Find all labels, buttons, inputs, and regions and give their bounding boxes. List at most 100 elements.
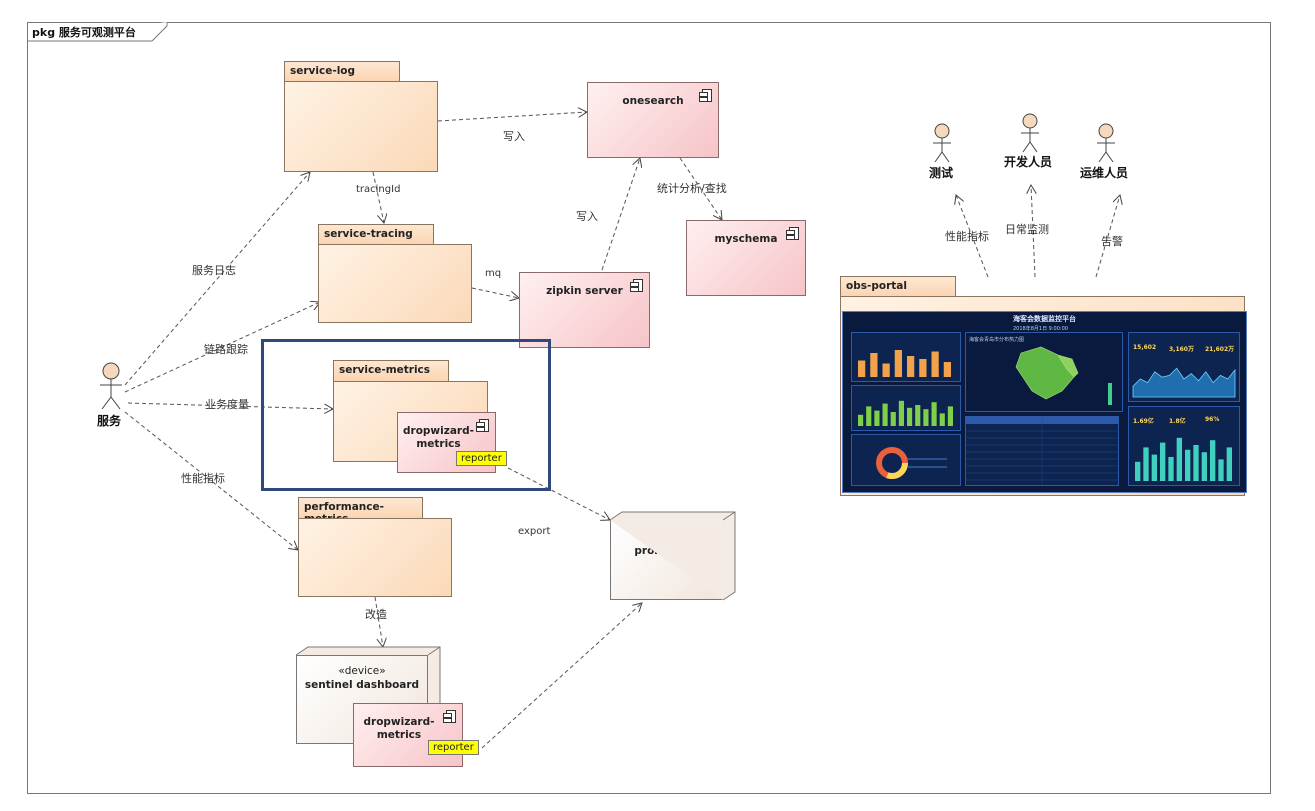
dashboard-bar <box>931 402 937 426</box>
dashboard-bar <box>898 400 904 426</box>
edge-service-tracing <box>124 302 320 393</box>
actor-test-figure <box>933 123 951 163</box>
dashboard-bar <box>858 360 866 377</box>
package-service-tracing-tab[interactable]: service-tracing <box>318 224 434 245</box>
edge-portal-dev <box>1031 185 1035 278</box>
component-dropwizard-metrics-2[interactable]: dropwizard-metrics <box>353 703 463 767</box>
dashboard-title: 海客会数据监控平台 <box>1013 315 1076 323</box>
dashboard-panel-donut <box>851 434 961 486</box>
edge-label-perf: 性能指标 <box>181 472 225 485</box>
dashboard-bar <box>858 414 864 426</box>
component-dropwizard-metrics[interactable]: dropwizard-metrics <box>397 412 496 473</box>
package-service-log-tab[interactable]: service-log <box>284 61 400 82</box>
dashboard-bar <box>907 407 913 426</box>
edge-label-alert: 告警 <box>1101 235 1123 248</box>
package-performance-metrics[interactable] <box>298 518 452 597</box>
dashboard-number-4: 1.69亿 <box>1133 418 1154 425</box>
reporter-port-2[interactable]: reporter <box>428 740 479 755</box>
actor-service-name: 服务 <box>97 414 122 428</box>
dashboard-number-1: 15,602 <box>1133 344 1157 351</box>
dashboard-panel-area: 15,602 3,160万 21,602万 <box>1128 332 1240 402</box>
node-sentinel-label: sentinel dashboard <box>304 679 420 691</box>
component-onesearch[interactable]: onesearch <box>587 82 719 158</box>
dashboard-bar <box>1201 452 1207 481</box>
edge-label-mq: mq <box>485 268 502 279</box>
component-zipkin-label: zipkin server <box>546 285 623 297</box>
dashboard-bar <box>1176 437 1182 481</box>
dashboard-bar <box>1143 447 1149 481</box>
dashboard-number-6: 96% <box>1205 416 1220 423</box>
dashboard-bar <box>882 403 888 426</box>
dashboard-panel-bars-1 <box>851 332 961 382</box>
edge-tracing-zipkin <box>471 287 519 298</box>
frame-tab <box>27 22 168 42</box>
actor-ops-figure <box>1097 123 1115 163</box>
edge-label-write-1: 写入 <box>503 130 525 143</box>
edge-service-log <box>124 172 310 386</box>
dashboard-bar <box>919 359 927 377</box>
edge-label-service-log: 服务日志 <box>192 264 236 277</box>
edge-performance-metrics <box>124 411 298 550</box>
edge-reporter-promethus <box>507 467 610 520</box>
component-dropwizard-label: dropwizard-metrics <box>403 425 474 450</box>
dashboard-bar <box>882 363 890 377</box>
package-service-log[interactable] <box>284 81 438 172</box>
component-icon <box>630 279 643 292</box>
edge-perf-sentinel <box>374 596 383 647</box>
edge-zipkin-onesearch <box>601 158 640 271</box>
dashboard-bar <box>915 405 921 426</box>
dashboard-bar <box>874 410 880 426</box>
package-service-tracing[interactable] <box>318 244 472 323</box>
dashboard-bar <box>943 362 951 377</box>
edge-label-stats: 统计分析/查找 <box>657 182 727 195</box>
edge-portal-test <box>956 195 989 278</box>
dashboard-bar <box>870 353 878 377</box>
dashboard-bar <box>1135 461 1141 481</box>
edge-onesearch-myschema <box>679 157 722 220</box>
component-icon <box>786 227 799 240</box>
dashboard-bar <box>931 351 939 377</box>
component-myschema[interactable]: myschema <box>686 220 806 296</box>
actor-ops-name: 运维人员 <box>1080 166 1129 180</box>
package-obs-portal-tab[interactable]: obs-portal <box>840 276 956 297</box>
edge-label-trace: 链路跟踪 <box>204 343 248 356</box>
edge-reporter2-promethus <box>481 603 642 749</box>
dashboard-bar <box>1226 447 1232 481</box>
edge-portal-ops <box>1095 195 1120 278</box>
edge-log-onesearch <box>437 112 587 122</box>
component-onesearch-label: onesearch <box>622 95 684 107</box>
dashboard-bar <box>1168 457 1174 481</box>
edge-label-export: export <box>518 526 551 537</box>
dashboard-bar <box>907 356 915 377</box>
dashboard-number-5: 1.8亿 <box>1169 418 1186 425</box>
edge-label-perf-top: 性能指标 <box>945 230 989 243</box>
actor-service-figure <box>100 362 122 410</box>
dashboard-area-series <box>1132 367 1236 398</box>
node-sentinel-stereotype: «device» <box>338 665 386 677</box>
dashboard-panel-bars-2 <box>851 385 961 431</box>
edge-label-modify: 改造 <box>365 608 387 621</box>
edge-label-daily: 日常监测 <box>1005 223 1049 236</box>
dashboard-number-3: 21,602万 <box>1205 346 1235 353</box>
dashboard-bar-chart-1 <box>858 350 951 377</box>
dashboard-panel-map: 海客会青岛市分布热力图 <box>965 332 1123 412</box>
dashboard-number-2: 3,160万 <box>1169 346 1194 353</box>
reporter-port[interactable]: reporter <box>456 451 507 466</box>
dashboard-bar <box>894 350 902 377</box>
dashboard-panel-bars-3: 1.69亿 1.8亿 96% <box>1128 406 1240 486</box>
component-zipkin-server[interactable]: zipkin server <box>519 272 650 348</box>
component-myschema-label: myschema <box>714 233 778 245</box>
dashboard-bar <box>866 406 872 426</box>
component-dropwizard2-label: dropwizard-metrics <box>363 716 435 741</box>
actor-dev-name: 开发人员 <box>1004 155 1053 169</box>
dashboard-bar-chart-2 <box>858 400 953 426</box>
dashboard-bar <box>1193 445 1199 481</box>
edge-service-metrics <box>127 402 333 409</box>
dashboard-bar <box>1210 440 1216 481</box>
dashboard-bar <box>923 409 929 426</box>
dashboard-table <box>966 417 1118 485</box>
component-icon <box>699 89 712 102</box>
dashboard-area-chart <box>1132 367 1236 398</box>
dashboard-map <box>1015 346 1112 405</box>
